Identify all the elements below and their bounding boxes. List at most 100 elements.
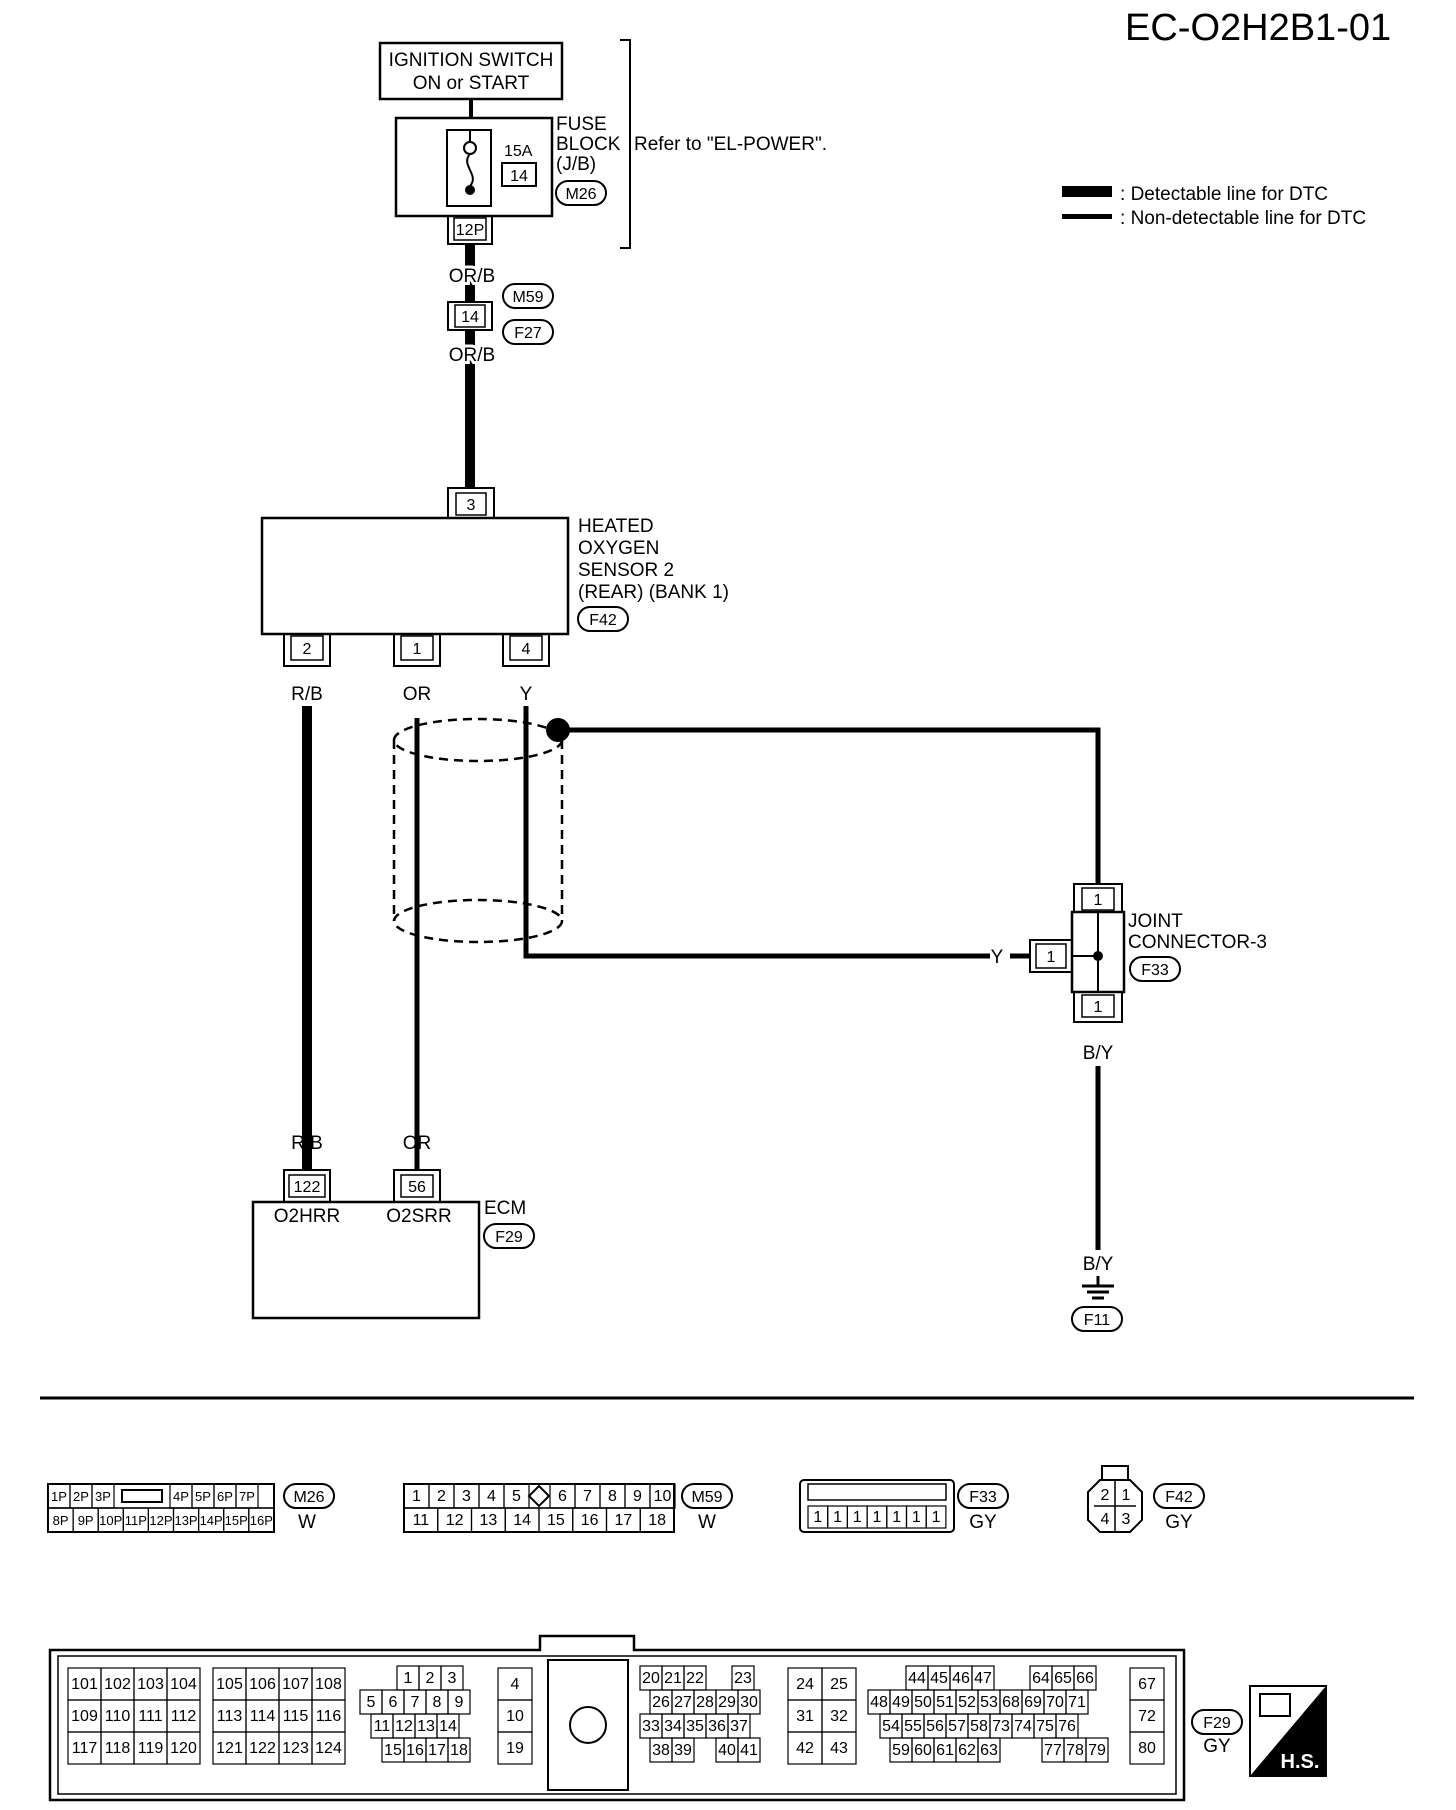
f29-pin: 33 (642, 1718, 660, 1735)
m59-pin: 16 (581, 1512, 599, 1529)
f29-pin: 68 (1002, 1694, 1020, 1711)
f29-pin: 1 (404, 1670, 413, 1687)
m26-pin: 11P (125, 1513, 147, 1528)
fuse-block-label1: FUSE (556, 114, 607, 135)
m59-pin: 2 (437, 1488, 446, 1505)
f29-pin: 64 (1032, 1670, 1050, 1687)
f29-pin: 71 (1068, 1694, 1086, 1711)
f29-pin: 75 (1036, 1718, 1054, 1735)
f29-pin: 28 (696, 1694, 714, 1711)
f29-pin: 78 (1066, 1742, 1084, 1759)
m26-pin: 14P (200, 1513, 223, 1528)
f29-pin: 108 (315, 1676, 342, 1693)
f29-pin: 34 (664, 1718, 682, 1735)
sensor-pin-2: 2 (303, 641, 312, 658)
fuse-block: 15A 14 FUSE BLOCK (J/B) M26 Refer to "EL… (394, 114, 827, 245)
f29-pin: 54 (882, 1718, 900, 1735)
f29-pin: 65 (1054, 1670, 1072, 1687)
sensor-label1: HEATED (578, 516, 654, 537)
joint-label1: JOINT (1128, 911, 1183, 932)
f33-pin: 1 (932, 1509, 941, 1526)
f29-pin: 45 (930, 1670, 948, 1687)
f29-pin: 5 (367, 1694, 376, 1711)
f29-pin: 77 (1044, 1742, 1062, 1759)
f42-code: F42 (1165, 1489, 1193, 1506)
ecm-label: ECM (484, 1198, 526, 1219)
m26-pin: 1P (51, 1489, 67, 1504)
f29-pin: 18 (450, 1742, 468, 1759)
f29-pin: 46 (952, 1670, 970, 1687)
f29-pin: 117 (72, 1740, 98, 1757)
f33-pin: 1 (872, 1509, 881, 1526)
f42-pin-2: 2 (1101, 1487, 1110, 1504)
wire-label-y-top: Y (520, 684, 533, 705)
f29-pin: 121 (216, 1740, 243, 1757)
f29-pin: 27 (674, 1694, 692, 1711)
f29-pin: 74 (1014, 1718, 1032, 1735)
harness-connector-m59: M59 (512, 289, 543, 306)
wire-label-r-b-top: R/B (291, 684, 323, 705)
f29-pin: 113 (217, 1708, 243, 1725)
f29-pin: 16 (406, 1742, 424, 1759)
m59-code: M59 (691, 1489, 722, 1506)
ecm-term-heater: O2HRR (274, 1206, 341, 1227)
f29-pin: 122 (249, 1740, 276, 1757)
ecm-term-signal: O2SRR (386, 1206, 451, 1227)
sensor-label4: (REAR) (BANK 1) (578, 582, 729, 603)
f33-pin: 1 (813, 1509, 822, 1526)
f29-pin: 36 (708, 1718, 726, 1735)
f29-pin: 72 (1138, 1708, 1156, 1725)
m59-pin: 15 (547, 1512, 565, 1529)
fuse-block-pin: 12P (456, 222, 484, 239)
f42-pin-1: 1 (1122, 1487, 1131, 1504)
ecm-connector-lock-icon (569, 1706, 607, 1744)
sensor-pin-4: 4 (522, 641, 531, 658)
heated-oxygen-sensor: 3 HEATED OXYGEN SENSOR 2 (REAR) (BANK 1)… (260, 487, 729, 667)
f29-pin: 15 (384, 1742, 402, 1759)
joint-pin-left: 1 (1047, 949, 1056, 966)
f29-pin: 112 (171, 1708, 197, 1725)
m59-pin: 13 (479, 1512, 497, 1529)
f29-pin: 53 (980, 1694, 998, 1711)
f29-pin: 35 (686, 1718, 704, 1735)
f33-color: GY (969, 1512, 997, 1533)
f29-pin: 23 (734, 1670, 752, 1687)
m59-pin: 18 (648, 1512, 666, 1529)
joint-pin-bottom: 1 (1094, 999, 1103, 1016)
f29-pin: 11 (374, 1718, 391, 1735)
fuse-rating: 15A (504, 143, 533, 160)
fuse-number: 14 (510, 168, 528, 185)
f29-pin: 12 (395, 1718, 413, 1735)
harness-connector-m59-f27: 14 M59 F27 (447, 283, 554, 345)
wire-shield-drain (558, 727, 1101, 884)
joint-label2: CONNECTOR-3 (1128, 932, 1267, 953)
m59-pin: 12 (446, 1512, 464, 1529)
m59-color: W (698, 1512, 716, 1533)
legend: : Detectable line for DTC : Non-detectab… (1062, 184, 1366, 229)
f29-pin: 63 (980, 1742, 998, 1759)
f29-pin: 115 (283, 1708, 309, 1725)
f29-pin: 79 (1088, 1742, 1106, 1759)
joint-connector-code: F33 (1141, 962, 1169, 979)
wire-y (523, 706, 990, 959)
f29-pin: 37 (730, 1718, 748, 1735)
f29-pin: 19 (506, 1740, 524, 1757)
f29-pin: 103 (137, 1676, 164, 1693)
m26-pin: 5P (195, 1489, 211, 1504)
m26-key (121, 1489, 163, 1503)
power-bracket (620, 39, 631, 249)
legend-detectable-swatch (1062, 186, 1112, 197)
f29-pin: 62 (958, 1742, 976, 1759)
f29-pin: 26 (652, 1694, 670, 1711)
f29-pin: 73 (992, 1718, 1010, 1735)
wire-label-or-b-1: OR/B (449, 266, 495, 287)
f29-pin: 21 (664, 1670, 682, 1687)
f29-pin: 124 (315, 1740, 342, 1757)
f29-pin: 39 (674, 1742, 692, 1759)
ignition-switch-line1: IGNITION SWITCH (389, 50, 554, 71)
m26-pin: 12P (149, 1513, 172, 1528)
f29-pin: 3 (448, 1670, 457, 1687)
fuse-block-label2: BLOCK (556, 134, 621, 155)
m59-pin: 5 (512, 1488, 521, 1505)
